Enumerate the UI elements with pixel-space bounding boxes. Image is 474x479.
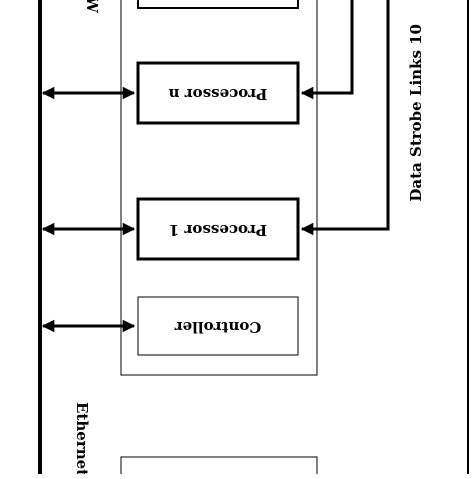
ethernet-label: Ethernet — [73, 402, 91, 474]
processor-n-box — [136, 61, 300, 125]
data-strobe-links-label: Data Strobe Links 10 — [407, 24, 425, 202]
partial-top-label: W — [83, 0, 101, 14]
processor-n-label: Processor n — [169, 85, 268, 103]
outer-frame — [467, 0, 469, 479]
controller-box — [137, 296, 299, 356]
processor-1-box — [136, 197, 300, 261]
strobe-link-processor-1 — [300, 0, 390, 236]
bottom-partial-box — [120, 456, 318, 479]
top-partial-box — [137, 0, 299, 9]
processor-1-label: Processor 1 — [169, 221, 267, 239]
controller-label: Controller — [174, 318, 262, 336]
processor-rack — [120, 0, 318, 376]
strobe-link-processor-n — [300, 0, 354, 100]
